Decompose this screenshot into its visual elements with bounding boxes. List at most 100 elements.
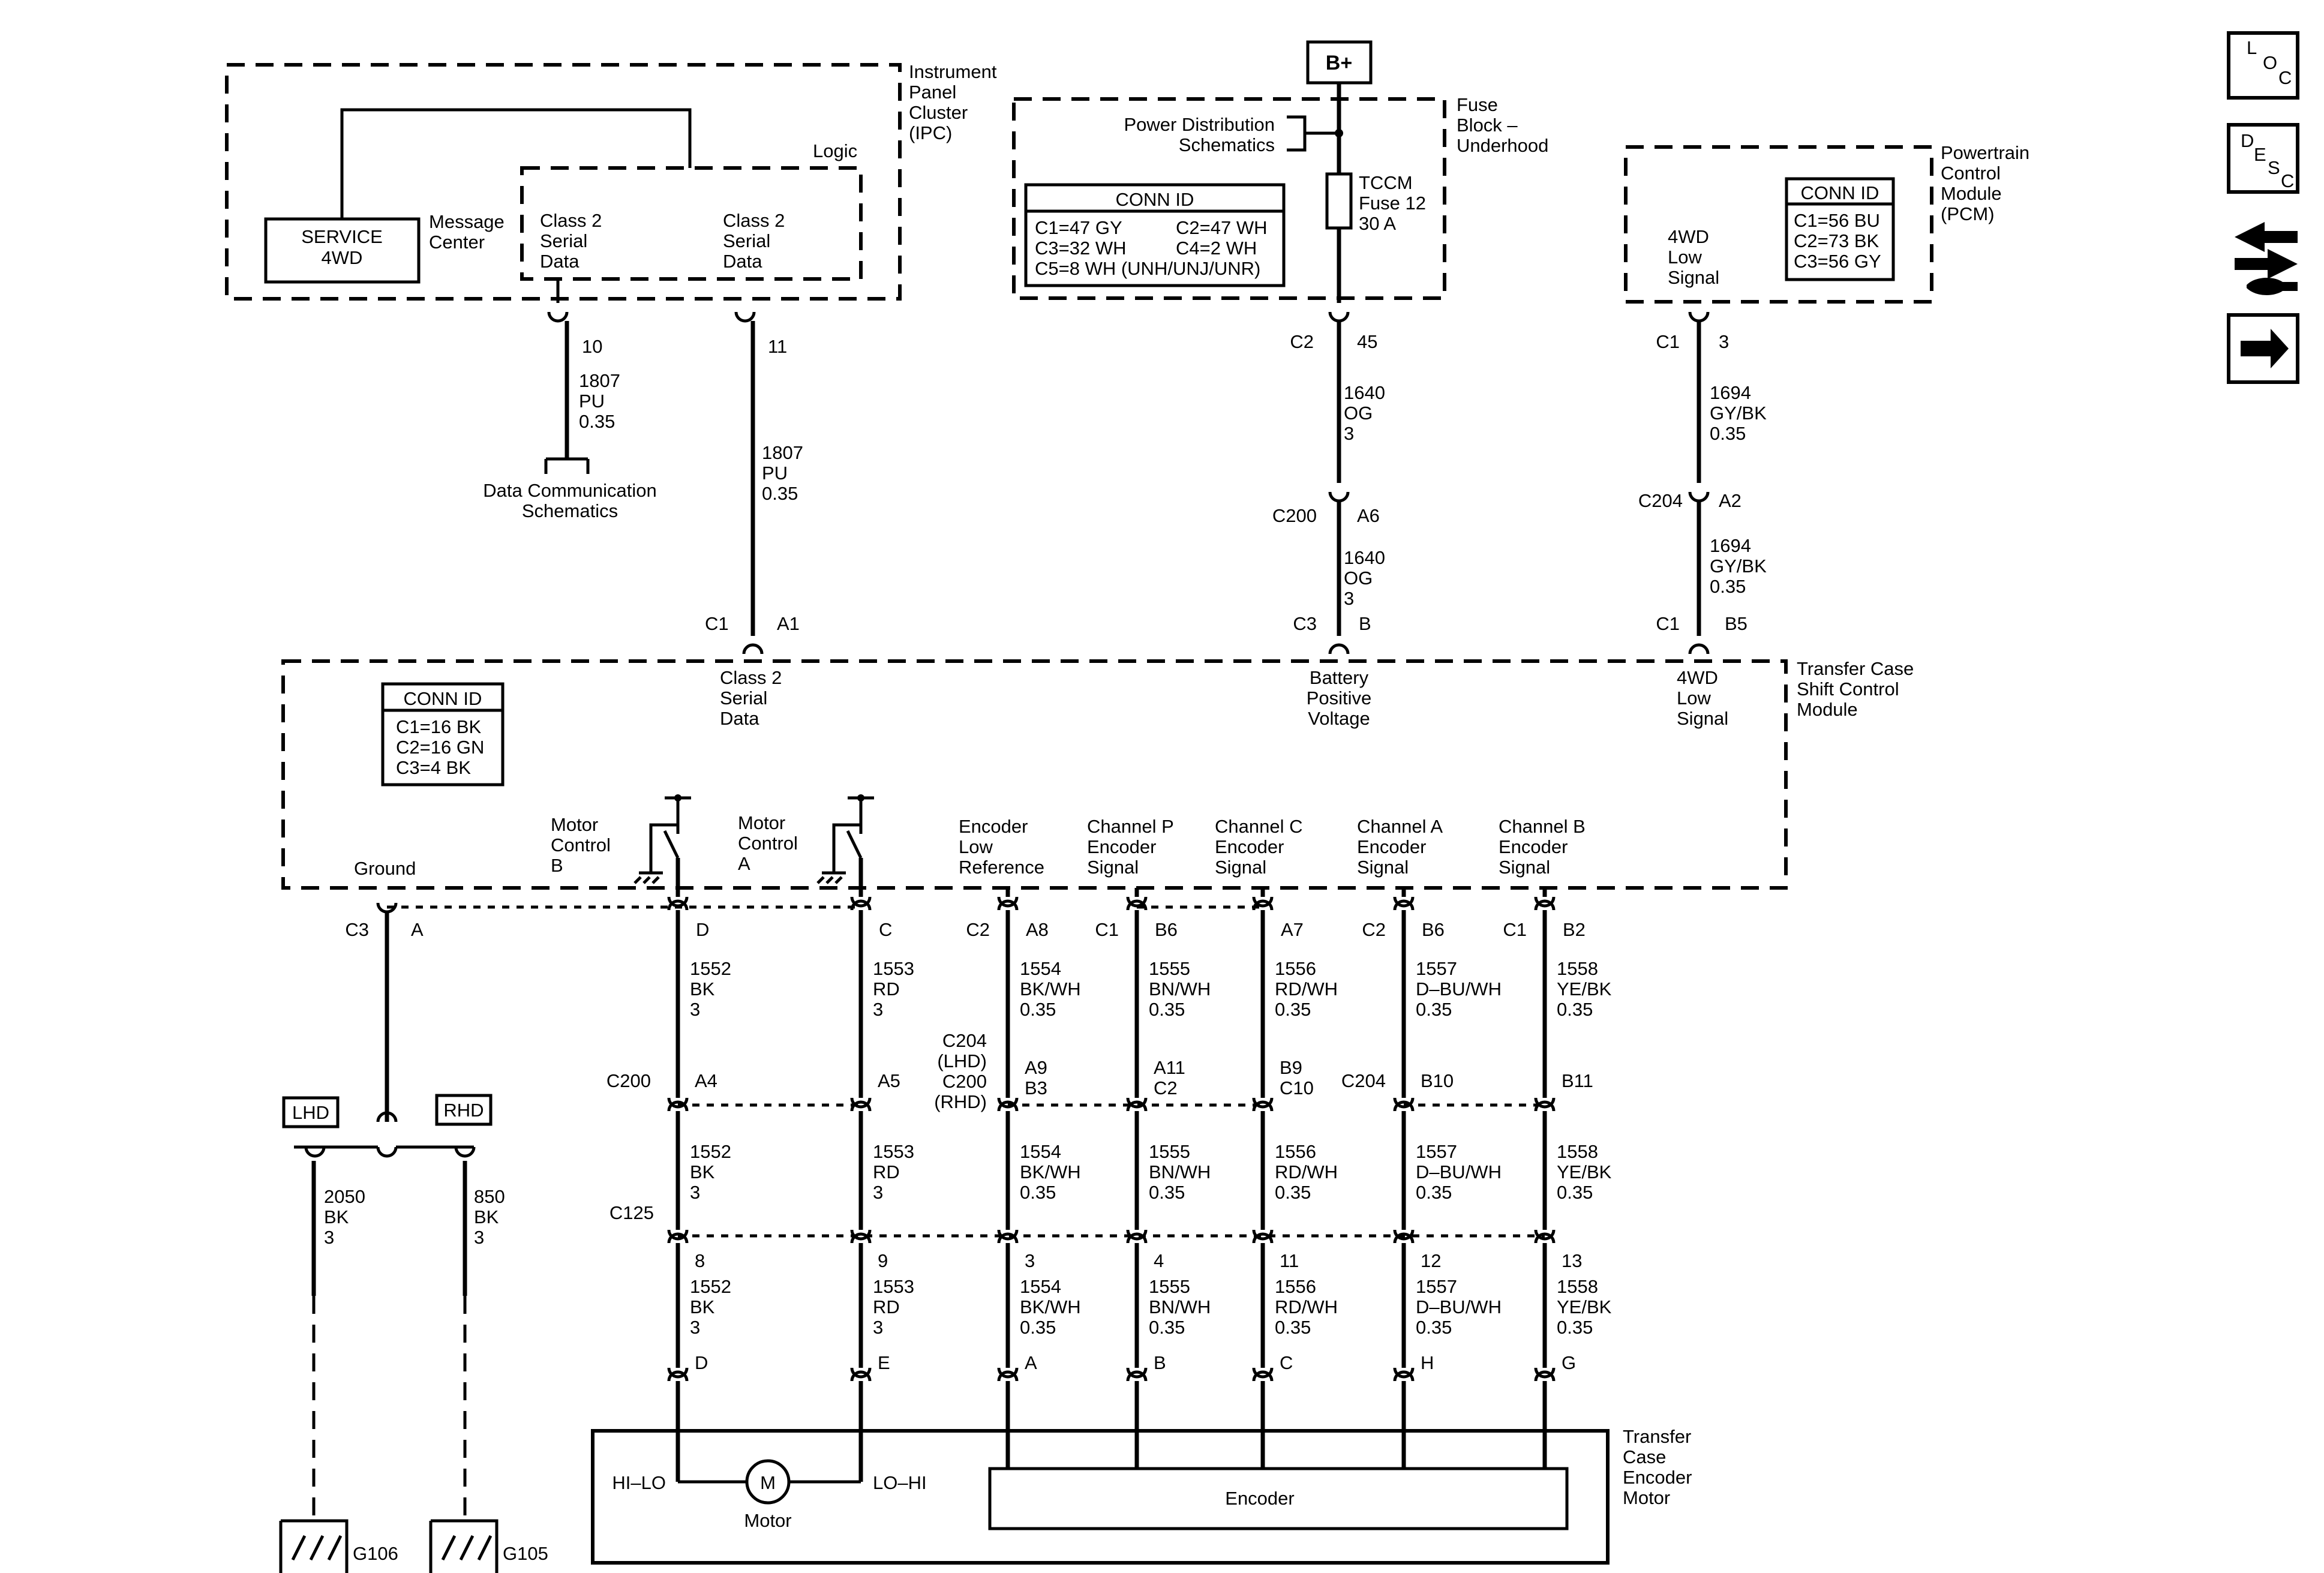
motor-b-switch <box>633 794 691 888</box>
circuit-4-seg2-line2: BN/WH <box>1149 1161 1211 1182</box>
c200-pin-top: A6 <box>1357 505 1380 526</box>
circuit-3-pin: A8 <box>1026 919 1049 940</box>
pcm-wire2-3: 0.35 <box>1710 576 1746 597</box>
circuit-2-p4: E <box>878 1352 890 1373</box>
circuit-2-p3: 9 <box>878 1250 888 1271</box>
connector-tool-icon[interactable] <box>2235 222 2298 295</box>
circuit-6-p4: H <box>1421 1352 1434 1373</box>
circuit-5-pin: A7 <box>1281 919 1304 940</box>
desc-icon[interactable]: D E S C <box>2227 123 2299 194</box>
circuit-7-conn-3-cup <box>1534 1229 1556 1241</box>
circuit-6-conn-3-cup <box>1393 1229 1415 1241</box>
batt-wire1-1: 1640 <box>1344 382 1385 403</box>
ch-a-3: Signal <box>1357 857 1409 878</box>
circuit-4-conn-top-plug <box>1126 899 1148 911</box>
ipc-class2-left-2: Serial <box>540 230 587 251</box>
circuit-6-conn-3-plug <box>1393 1232 1415 1244</box>
circuit-1-seg2-line2: BK <box>690 1161 715 1182</box>
tcscm-class2-3: Data <box>720 708 759 729</box>
circuit-4-seg1-line2: BN/WH <box>1149 978 1211 999</box>
tcscm-low-3: Signal <box>1677 708 1728 729</box>
next-arrow-icon[interactable] <box>2227 313 2299 384</box>
circuit-6-seg2-line2: D–BU/WH <box>1416 1161 1502 1182</box>
circuit-2-conn-top-cup <box>850 896 872 908</box>
batt-wire2-2: OG <box>1344 568 1373 589</box>
circuit-1-conn-2-cup <box>667 1097 689 1109</box>
ch-c-3: Signal <box>1215 857 1266 878</box>
circuit-3-seg2-line1: 1554 <box>1020 1141 1061 1162</box>
circuit-7-seg3-line2: YE/BK <box>1557 1296 1612 1317</box>
pcm-label-1: Powertrain <box>1941 142 2029 163</box>
circuit-6-seg1-line1: 1557 <box>1416 958 1457 979</box>
dlc-wire-2: PU <box>579 391 605 412</box>
circuit-1-seg2-line3: 3 <box>690 1182 700 1203</box>
circuit-4-p4: B <box>1154 1352 1166 1373</box>
ch-p-3: Signal <box>1087 857 1139 878</box>
batt-wire2-1: 1640 <box>1344 547 1385 568</box>
circuit-3-p2-b: B3 <box>1025 1077 1047 1098</box>
loc-icon[interactable]: L O C <box>2227 31 2299 100</box>
circuit-7-conn-top-plug <box>1534 899 1556 911</box>
pcm-c1-label: C1 <box>1656 331 1680 352</box>
circuit-2-conn-2-plug <box>850 1100 872 1112</box>
motor-box-1: Transfer <box>1623 1426 1691 1447</box>
circuit-3-conn-2-cup <box>997 1097 1019 1109</box>
battery-circuit: C2 45 1640 OG 3 C200 A6 1640 OG 3 C3 B <box>1272 311 1385 655</box>
tcscm-batt-2: Positive <box>1307 688 1372 709</box>
circuit-5-seg3-line1: 1556 <box>1275 1276 1316 1297</box>
circuit-6-seg1-line2: D–BU/WH <box>1416 978 1502 999</box>
ipc-module: Instrument Panel Cluster (IPC) Logic SER… <box>225 61 997 301</box>
motor-a-1: Motor <box>738 812 785 833</box>
circuit-7-seg1-line2: YE/BK <box>1557 978 1612 999</box>
tcscm-batt-3: Voltage <box>1308 708 1370 729</box>
circuit-3-seg3-line3: 0.35 <box>1020 1317 1056 1338</box>
fuse-2: Fuse 12 <box>1359 193 1426 214</box>
pcm-conn-r3: C3=56 GY <box>1794 251 1881 272</box>
motor-m: M <box>760 1472 776 1493</box>
circuit-3-seg3-line2: BK/WH <box>1020 1296 1081 1317</box>
nav-icons: L O C D E S C <box>2227 31 2299 384</box>
circuit-7-conn-label: C1 <box>1503 919 1527 940</box>
c204-lhd-1: C204 <box>942 1030 987 1051</box>
lhd-wire-1: 2050 <box>324 1186 365 1207</box>
circuit-1-seg1-line3: 3 <box>690 999 700 1020</box>
tcscm-class2-2: Serial <box>720 688 767 709</box>
circuit-4-conn-top-cup <box>1126 896 1148 908</box>
pcm-wire1-1: 1694 <box>1710 382 1751 403</box>
g106-ground-icon <box>279 1519 349 1573</box>
ipc-class2-left-1: Class 2 <box>540 210 602 231</box>
circuit-3-conn-3-plug <box>997 1232 1019 1244</box>
circuit-6-seg2-line1: 1557 <box>1416 1141 1457 1162</box>
circuit-2-seg3-line1: 1553 <box>873 1276 914 1297</box>
class2-pin: A1 <box>777 613 800 634</box>
circuit-6-p2: B10 <box>1421 1070 1454 1091</box>
tcscm-conn-id-table <box>381 682 505 786</box>
lhd-wire-2: BK <box>324 1206 349 1227</box>
circuit-4-pin: B6 <box>1155 919 1178 940</box>
circuit-7-seg2-line3: 0.35 <box>1557 1182 1593 1203</box>
circuit-3-conn-label: C2 <box>966 919 990 940</box>
circuit-1-conn-4-cup <box>667 1367 689 1379</box>
circuit-7-p4: G <box>1562 1352 1576 1373</box>
rhd-wire-3: 3 <box>474 1227 484 1248</box>
fuse-1: TCCM <box>1359 172 1413 193</box>
ground-label: Ground <box>354 858 416 879</box>
ipc-class2-right-1: Class 2 <box>723 210 785 231</box>
motor-a-2: Control <box>738 833 798 854</box>
circuit-2-conn-4-plug <box>850 1370 872 1382</box>
message-center-1: Message <box>429 211 505 232</box>
pcm-wire2-2: GY/BK <box>1710 556 1767 577</box>
tcscm-module: Transfer Case Shift Control Module CONN … <box>281 658 1914 890</box>
motor-a-switch <box>816 794 874 888</box>
circuit-5-seg1-line3: 0.35 <box>1275 999 1311 1020</box>
circuit-7-seg2-line1: 1558 <box>1557 1141 1598 1162</box>
ipc-label-4: (IPC) <box>909 122 952 143</box>
circuit-3-seg1-line3: 0.35 <box>1020 999 1056 1020</box>
circuit-7-conn-4-plug <box>1534 1370 1556 1382</box>
tcscm-conn-id-title: CONN ID <box>404 688 482 709</box>
dlc-circuit: 10 1807 PU 0.35 Data Communication Schem… <box>483 279 657 521</box>
circuit-7-seg3-line3: 0.35 <box>1557 1317 1593 1338</box>
fuse-conn-r3c1: C5=8 WH (UNH/UNJ/UNR) <box>1035 258 1260 279</box>
batt-c3-pin: B <box>1359 613 1371 634</box>
